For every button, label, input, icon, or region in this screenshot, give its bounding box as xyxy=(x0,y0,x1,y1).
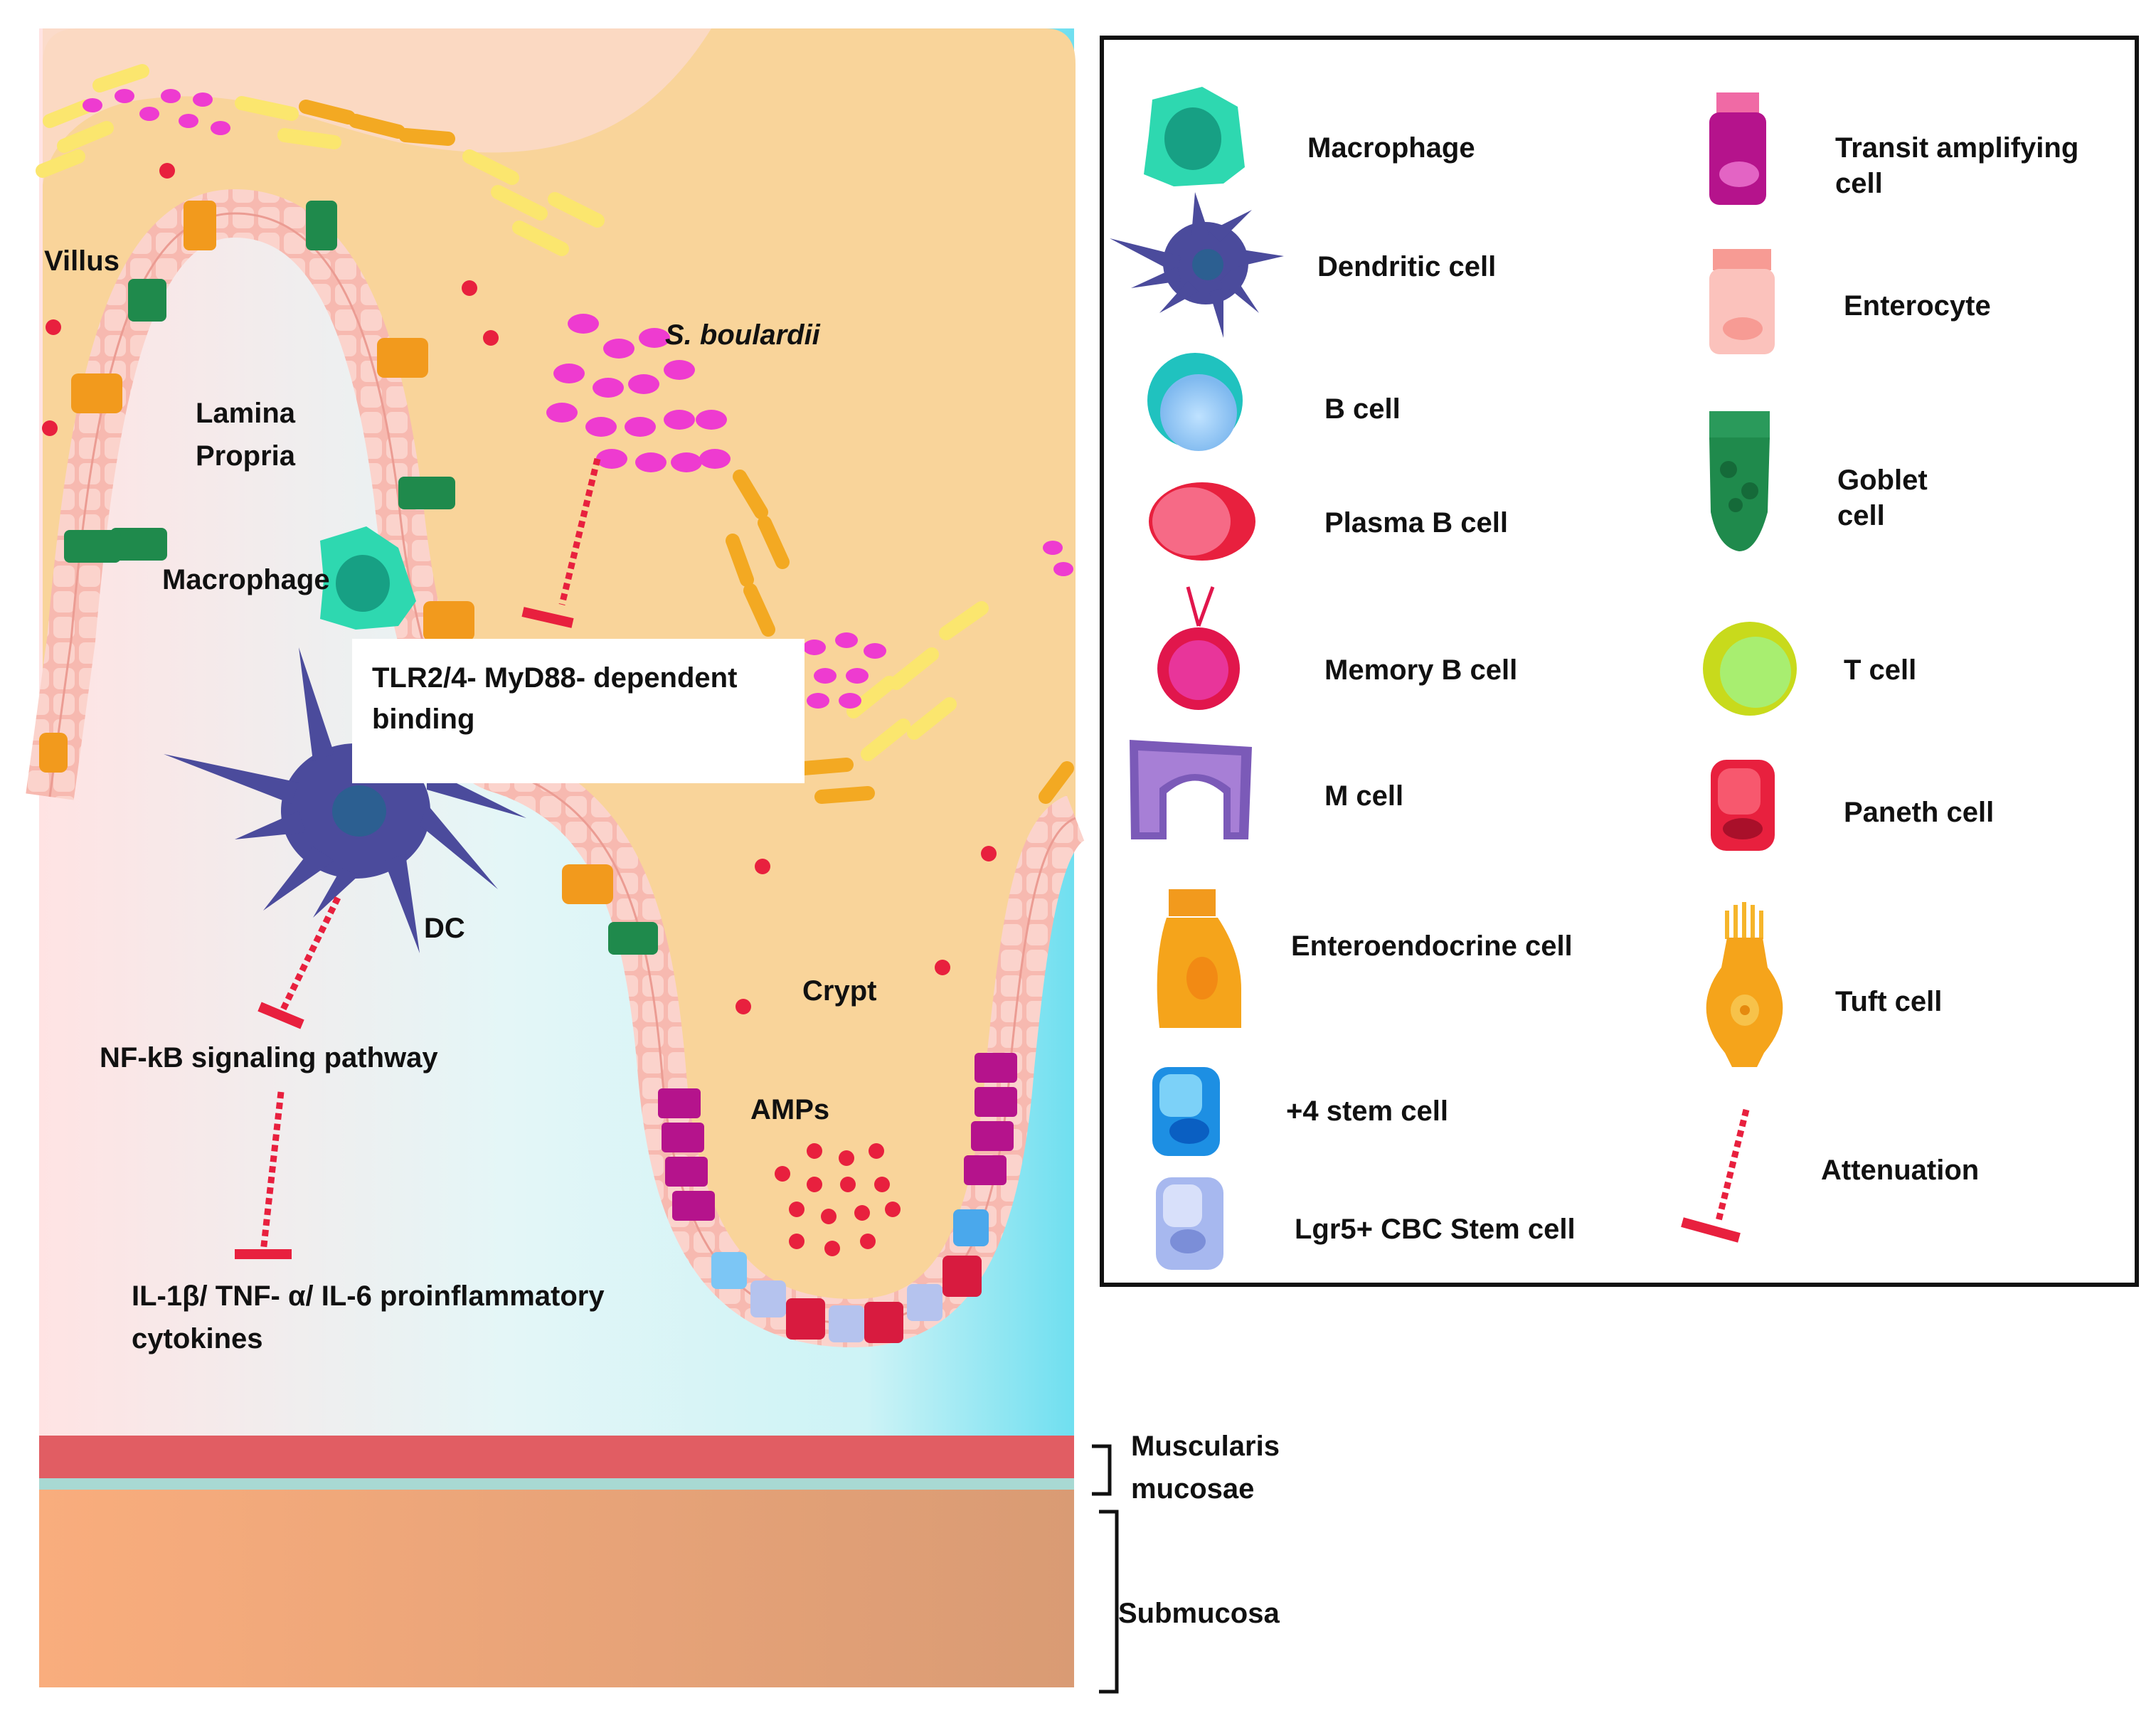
memory-b-cell-icon xyxy=(1157,586,1240,710)
enteroendocrine-cell-icon xyxy=(1157,889,1241,1028)
lamina-propria-label-line1: Lamina xyxy=(196,398,296,429)
legend-label-lgr5-stem-cell: Lgr5+ CBC Stem cell xyxy=(1295,1214,1576,1245)
legend-label-plus4-stem-cell: +4 stem cell xyxy=(1286,1096,1448,1127)
submucosa-label: Submucosa xyxy=(1118,1598,1280,1629)
s-boulardii-cluster xyxy=(83,89,1073,709)
legend-label-memory-b-cell: Memory B cell xyxy=(1324,654,1518,686)
legend-label-macrophage: Macrophage xyxy=(1307,132,1475,164)
macrophage-icon xyxy=(1144,87,1245,186)
legend-label-t-cell: T cell xyxy=(1844,654,1917,686)
tlr-box-line2: binding xyxy=(372,704,475,735)
villus-label: Villus xyxy=(44,245,120,277)
paneth-cell-icon xyxy=(1711,760,1775,851)
macrophage-label: Macrophage xyxy=(162,564,330,595)
s-boulardii-label: S. boulardii xyxy=(665,319,820,351)
submucosa-band xyxy=(39,1490,1074,1687)
nfkb-label: NF-kB signaling pathway xyxy=(100,1042,438,1073)
legend-label-b-cell: B cell xyxy=(1324,393,1401,425)
legend-box xyxy=(1100,36,2139,1287)
crypt-label: Crypt xyxy=(802,975,877,1007)
epithelium-layer xyxy=(26,189,1087,1348)
muscularis-mucosae-band xyxy=(39,1436,1074,1490)
cytokines-label-line2: cytokines xyxy=(132,1323,263,1354)
dc-label: DC xyxy=(424,913,465,944)
attenuation-markers xyxy=(235,457,601,1259)
attenuation-icon xyxy=(1681,1108,1750,1243)
legend-label-paneth-cell: Paneth cell xyxy=(1844,797,1995,828)
layer-brackets xyxy=(1092,1444,1119,1694)
enterocyte-icon xyxy=(1709,249,1775,354)
lamina-propria-label-line2: Propria xyxy=(196,440,296,472)
legend-label-attenuation: Attenuation xyxy=(1821,1155,1980,1186)
macrophage-cell xyxy=(320,526,416,630)
cytokines-label-line1: IL-1β/ TNF- α/ IL-6 proinflammatory xyxy=(132,1280,605,1312)
plus4-stem-cell-icon xyxy=(1152,1067,1220,1156)
dendritic-cell-icon xyxy=(1110,192,1284,338)
b-cell-icon xyxy=(1147,353,1243,451)
legend-label-transit-amplifying-cell: Transit amplifying cell xyxy=(1835,132,2079,199)
lgr5-stem-cell-icon xyxy=(1156,1177,1223,1270)
legend-label-m-cell: M cell xyxy=(1324,780,1404,812)
crypt-base-cells xyxy=(711,1209,989,1343)
legend-label-plasma-b-cell: Plasma B cell xyxy=(1324,507,1508,539)
legend-label-enterocyte: Enterocyte xyxy=(1844,290,1991,322)
legend-label-tuft-cell: Tuft cell xyxy=(1835,986,1943,1017)
commensal-bacteria xyxy=(36,64,1074,804)
tlr-box-line1: TLR2/4- MyD88- dependent xyxy=(372,662,738,694)
transit-amplifying-cell-icon xyxy=(1709,92,1766,205)
transit-amplifying-cells xyxy=(658,1053,1017,1221)
legend-label-dendritic-cell: Dendritic cell xyxy=(1317,251,1497,282)
goblet-cell-icon xyxy=(1709,411,1770,551)
muscularis-label-line1: Muscularis xyxy=(1131,1431,1280,1462)
muscularis-label-line2: mucosae xyxy=(1131,1473,1255,1505)
legend-label-goblet-cell: Goblet cell xyxy=(1837,465,1928,531)
tuft-cell-icon xyxy=(1706,902,1783,1067)
villus-specialized-cells xyxy=(39,201,658,955)
plasma-b-cell-icon xyxy=(1149,482,1255,561)
tlr-binding-box: TLR2/4- MyD88- dependent binding xyxy=(352,639,804,783)
m-cell-icon xyxy=(1130,740,1252,839)
t-cell-icon xyxy=(1703,622,1797,716)
amps-label: AMPs xyxy=(750,1094,830,1125)
legend-label-enteroendocrine-cell: Enteroendocrine cell xyxy=(1291,930,1573,962)
